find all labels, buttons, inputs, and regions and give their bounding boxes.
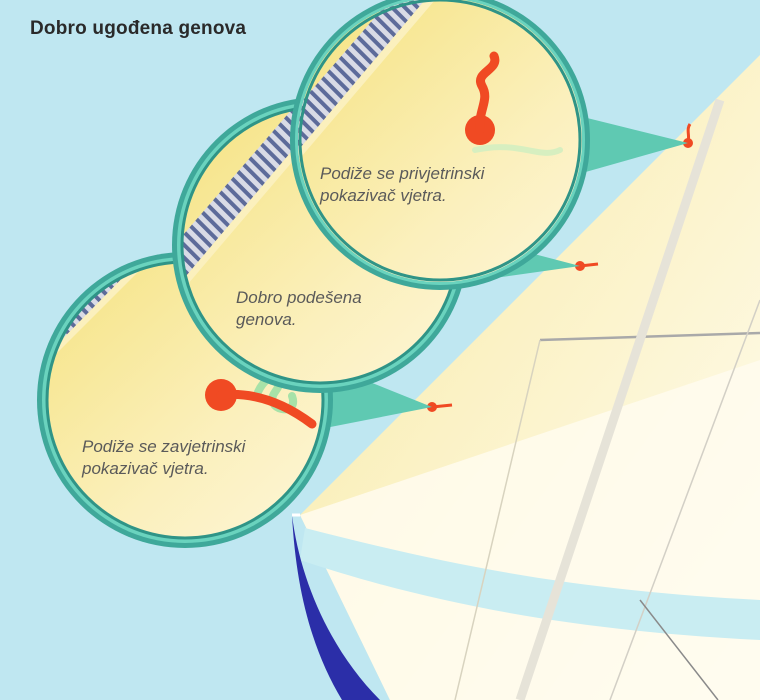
caption-windward-telltale: Podiže se privjetrinski pokazivač vjetra… [320, 163, 484, 207]
caption-line: Dobro podešena [236, 287, 362, 309]
caption-line: pokazivač vjetra. [320, 185, 484, 207]
caption-line: genova. [236, 309, 362, 331]
caption-well-trimmed-genoa: Dobro podešena genova. [236, 287, 362, 331]
caption-line: Podiže se privjetrinski [320, 163, 484, 185]
caption-line: pokazivač vjetra. [82, 458, 245, 480]
diagram-title: Dobro ugođena genova [30, 18, 246, 40]
caption-leeward-telltale: Podiže se zavjetrinski pokazivač vjetra. [82, 436, 245, 480]
caption-line: Podiže se zavjetrinski [82, 436, 245, 458]
